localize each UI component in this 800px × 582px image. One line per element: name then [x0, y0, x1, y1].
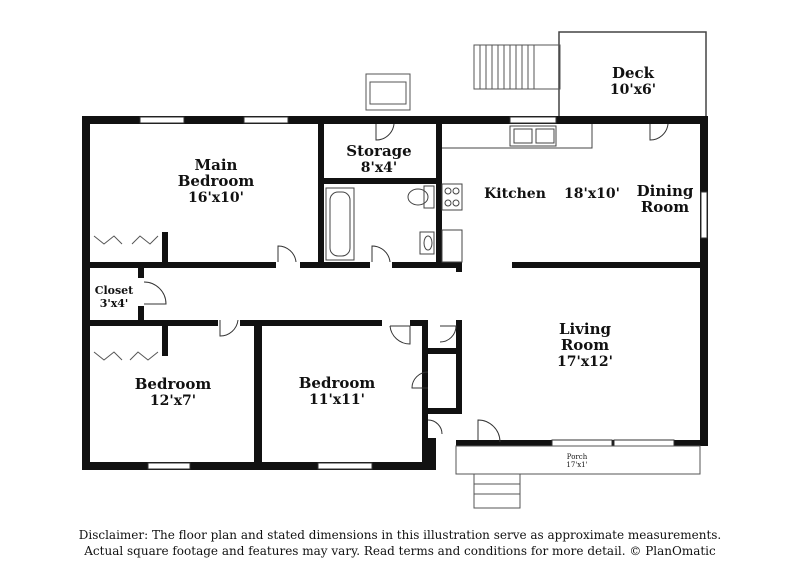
- toilet-bowl: [407, 188, 429, 206]
- svg-text:Porch: Porch: [567, 453, 588, 461]
- toilet-tank: [423, 185, 435, 209]
- svg-text:Dining: Dining: [637, 182, 694, 200]
- label-main-bedroom: Main Bedroom 16'x10': [178, 156, 255, 206]
- closet-bifold-doors: [93, 235, 159, 361]
- label-bedroom-left: Bedroom 12'x7': [135, 375, 212, 409]
- svg-text:17'x1': 17'x1': [566, 461, 587, 469]
- doors: [143, 123, 669, 443]
- svg-text:Room: Room: [561, 336, 609, 354]
- label-kitchen: Kitchen 18'x10': [484, 186, 620, 202]
- svg-text:18'x10': 18'x10': [564, 186, 620, 202]
- vanity: [441, 229, 463, 263]
- svg-text:12'x7': 12'x7': [150, 393, 196, 409]
- bathroom-fixtures: [325, 185, 463, 263]
- svg-text:Closet: Closet: [95, 284, 134, 297]
- sink: [419, 231, 435, 255]
- svg-text:Storage: Storage: [346, 142, 411, 160]
- kitchen-fixtures: [441, 124, 593, 211]
- svg-text:Bedroom: Bedroom: [135, 375, 212, 393]
- porch: [455, 445, 701, 509]
- label-storage: Storage 8'x4': [346, 142, 411, 176]
- svg-text:Main: Main: [195, 156, 238, 174]
- disclaimer-line-1: Disclaimer: The floor plan and stated di…: [78, 528, 722, 542]
- svg-text:Bedroom: Bedroom: [299, 374, 376, 392]
- label-living-room: Living Room 17'x12': [557, 320, 613, 370]
- label-closet: Closet 3'x4': [95, 284, 134, 310]
- svg-text:10'x6': 10'x6': [610, 82, 656, 98]
- svg-text:17'x12': 17'x12': [557, 354, 613, 370]
- svg-text:Room: Room: [641, 198, 689, 216]
- svg-text:Bedroom: Bedroom: [178, 172, 255, 190]
- interior-walls: [82, 116, 708, 470]
- deck-stairs: [473, 44, 561, 90]
- disclaimer: Disclaimer: The floor plan and stated di…: [0, 527, 800, 559]
- kitchen-sink: [509, 125, 557, 147]
- svg-text:Deck: Deck: [612, 64, 655, 82]
- svg-text:Kitchen: Kitchen: [484, 186, 546, 202]
- svg-text:3'x4': 3'x4': [100, 297, 129, 310]
- svg-text:16'x10': 16'x10': [188, 190, 244, 206]
- floor-plan: Deck 10'x6' Storage 8'x4' Main Bedroom 1…: [82, 31, 708, 509]
- bathtub: [325, 187, 355, 261]
- back-step: [365, 73, 411, 111]
- disclaimer-line-2: Actual square footage and features may v…: [84, 544, 716, 558]
- svg-text:11'x11': 11'x11': [309, 392, 365, 408]
- label-dining-room: Dining Room: [637, 182, 694, 216]
- stove: [441, 183, 463, 211]
- deck: [473, 31, 707, 119]
- label-porch: Porch 17'x1': [566, 453, 587, 469]
- svg-text:Living: Living: [559, 320, 612, 338]
- label-deck: Deck 10'x6': [610, 64, 656, 98]
- label-bedroom-middle: Bedroom 11'x11': [299, 374, 376, 408]
- windows: [139, 116, 708, 470]
- svg-text:8'x4': 8'x4': [361, 160, 397, 176]
